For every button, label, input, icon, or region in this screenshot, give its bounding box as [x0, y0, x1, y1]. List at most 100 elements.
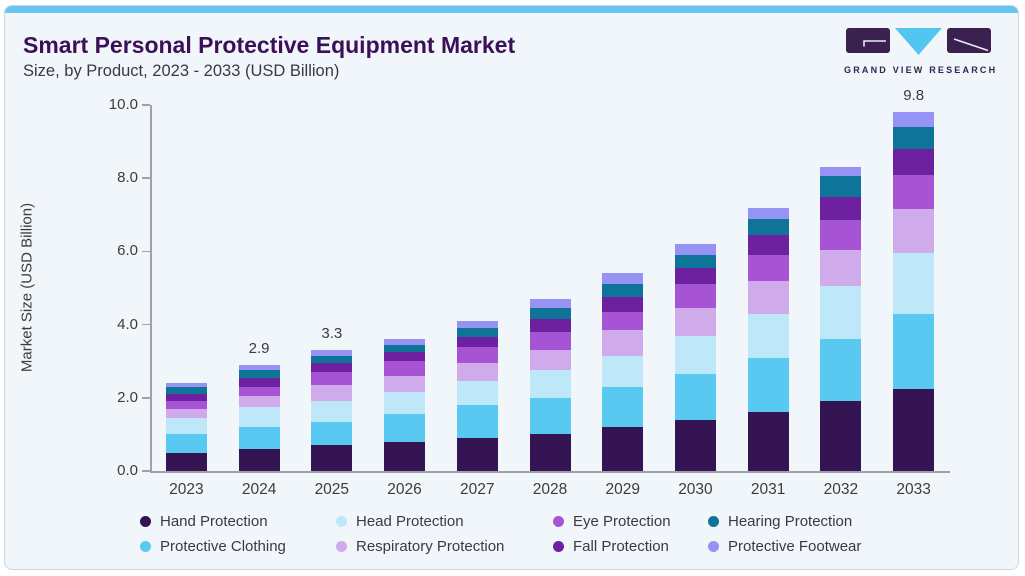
legend-label: Hand Protection	[160, 513, 268, 530]
legend-dot-eye-protection	[553, 516, 564, 527]
x-tick-label-2023: 2023	[169, 481, 204, 498]
y-axis-title: Market Size (USD Billion)	[18, 202, 36, 373]
bar-segment-respiratory-protection	[674, 308, 716, 336]
bar-segment-protective-footwear	[238, 364, 280, 371]
y-tick-label: 6.0	[117, 242, 138, 260]
bar-segment-hand-protection	[602, 427, 644, 471]
legend-label: Eye Protection	[573, 513, 671, 530]
bar-segment-hand-protection	[384, 441, 426, 471]
y-tick-label: 4.0	[117, 315, 138, 333]
legend-item-hand-protection: Hand Protection	[140, 513, 336, 530]
bar-segment-eye-protection	[674, 284, 716, 309]
grand-view-research-logo: GRAND VIEW RESEARCH	[844, 27, 998, 75]
legend-dot-fall-protection	[553, 541, 564, 552]
bar-segment-fall-protection	[602, 297, 644, 312]
bar-segment-eye-protection	[311, 372, 353, 385]
x-tick-label-2029: 2029	[605, 481, 640, 498]
bar-segment-respiratory-protection	[456, 363, 498, 382]
bar-segment-fall-protection	[529, 319, 571, 332]
bar-segment-protective-clothing	[165, 434, 207, 453]
bar-segment-head-protection	[165, 417, 207, 435]
bar-segment-fall-protection	[238, 377, 280, 387]
bar-segment-fall-protection	[165, 394, 207, 402]
bar-segment-protective-clothing	[311, 421, 353, 446]
page-title: Smart Personal Protective Equipment Mark…	[23, 32, 516, 58]
bar-segment-protective-clothing	[893, 313, 935, 389]
bar-segment-hearing-protection	[238, 370, 280, 378]
x-tick-label-2030: 2030	[678, 481, 713, 498]
bar-segment-head-protection	[747, 313, 789, 358]
legend-row-2: Protective Clothing Respiratory Protectio…	[140, 534, 861, 559]
bar-segment-head-protection	[384, 392, 426, 415]
bar-segment-protective-footwear	[747, 207, 789, 219]
bar-segment-protective-footwear	[893, 112, 935, 128]
bar-2033	[893, 112, 935, 471]
bar-segment-head-protection	[529, 370, 571, 398]
bar-segment-fall-protection	[311, 363, 353, 373]
y-tick-mark	[142, 104, 150, 106]
bar-segment-protective-footwear	[311, 350, 353, 356]
bar-2029	[602, 273, 644, 471]
bar-segment-hearing-protection	[820, 176, 862, 197]
x-tick-label-2028: 2028	[532, 481, 568, 498]
legend-row-1: Hand Protection Head Protection Eye Protec…	[140, 509, 861, 534]
x-tick-label-2032: 2032	[823, 481, 859, 498]
bar-segment-hand-protection	[674, 419, 716, 471]
bar-segment-eye-protection	[747, 255, 789, 281]
x-tick-label-2024: 2024	[241, 481, 277, 498]
bar-value-label-2024: 2.9	[248, 339, 270, 357]
legend-label: Respiratory Protection	[356, 538, 505, 555]
bar-segment-fall-protection	[674, 267, 716, 285]
bar-segment-respiratory-protection	[529, 350, 571, 371]
bar-segment-protective-footwear	[820, 167, 862, 177]
logo-text: GRAND VIEW RESEARCH	[844, 65, 998, 75]
bar-segment-fall-protection	[456, 337, 498, 347]
legend-item-head-protection: Head Protection	[336, 513, 553, 530]
accent-top-bar	[5, 6, 1018, 13]
gvr-logo-icon	[846, 28, 991, 55]
bar-2027	[456, 320, 498, 471]
bar-segment-hearing-protection	[674, 255, 716, 268]
legend-item-protective-footwear: Protective Footwear	[708, 538, 861, 555]
bar-segment-head-protection	[456, 381, 498, 406]
bar-segment-respiratory-protection	[747, 280, 789, 314]
bar-segment-eye-protection	[602, 311, 644, 331]
bar-segment-protective-footwear	[674, 244, 716, 256]
bar-segment-hand-protection	[820, 401, 862, 471]
x-axis-line	[150, 471, 950, 473]
legend-item-fall-protection: Fall Protection	[553, 538, 708, 555]
bar-segment-respiratory-protection	[238, 395, 280, 407]
y-tick-label: 8.0	[117, 169, 138, 187]
bar-segment-protective-clothing	[602, 386, 644, 428]
bar-segment-hearing-protection	[747, 218, 789, 235]
bar-segment-eye-protection	[456, 346, 498, 364]
bar-segment-hand-protection	[311, 445, 353, 471]
y-tick-mark	[142, 250, 150, 253]
bar-segment-protective-clothing	[820, 339, 862, 402]
bar-segment-protective-footwear	[602, 273, 644, 285]
bar-2026	[384, 339, 426, 471]
bar-segment-respiratory-protection	[602, 330, 644, 356]
y-tick-mark	[142, 323, 150, 326]
legend-dot-respiratory-protection	[336, 541, 347, 552]
bar-2030	[674, 244, 716, 471]
bar-2028	[529, 299, 571, 471]
y-tick-label: 0.0	[117, 462, 138, 479]
legend-dot-protective-clothing	[140, 541, 151, 552]
legend-dot-hearing-protection	[708, 516, 719, 527]
legend-label: Protective Clothing	[160, 538, 286, 555]
legend-dot-head-protection	[336, 516, 347, 527]
page-subtitle: Size, by Product, 2023 - 2033 (USD Billi…	[23, 62, 340, 80]
y-axis-line	[150, 105, 152, 471]
bar-segment-protective-footwear	[384, 339, 426, 345]
bar-segment-eye-protection	[893, 174, 935, 210]
bar-segment-hand-protection	[456, 438, 498, 471]
bar-segment-fall-protection	[820, 196, 862, 221]
bar-segment-hand-protection	[529, 434, 571, 471]
bar-segment-head-protection	[820, 286, 862, 340]
bar-segment-protective-footwear	[456, 320, 498, 329]
bar-segment-protective-clothing	[456, 405, 498, 439]
x-tick-label-2025: 2025	[314, 481, 350, 498]
x-tick-label-2031: 2031	[750, 481, 786, 498]
